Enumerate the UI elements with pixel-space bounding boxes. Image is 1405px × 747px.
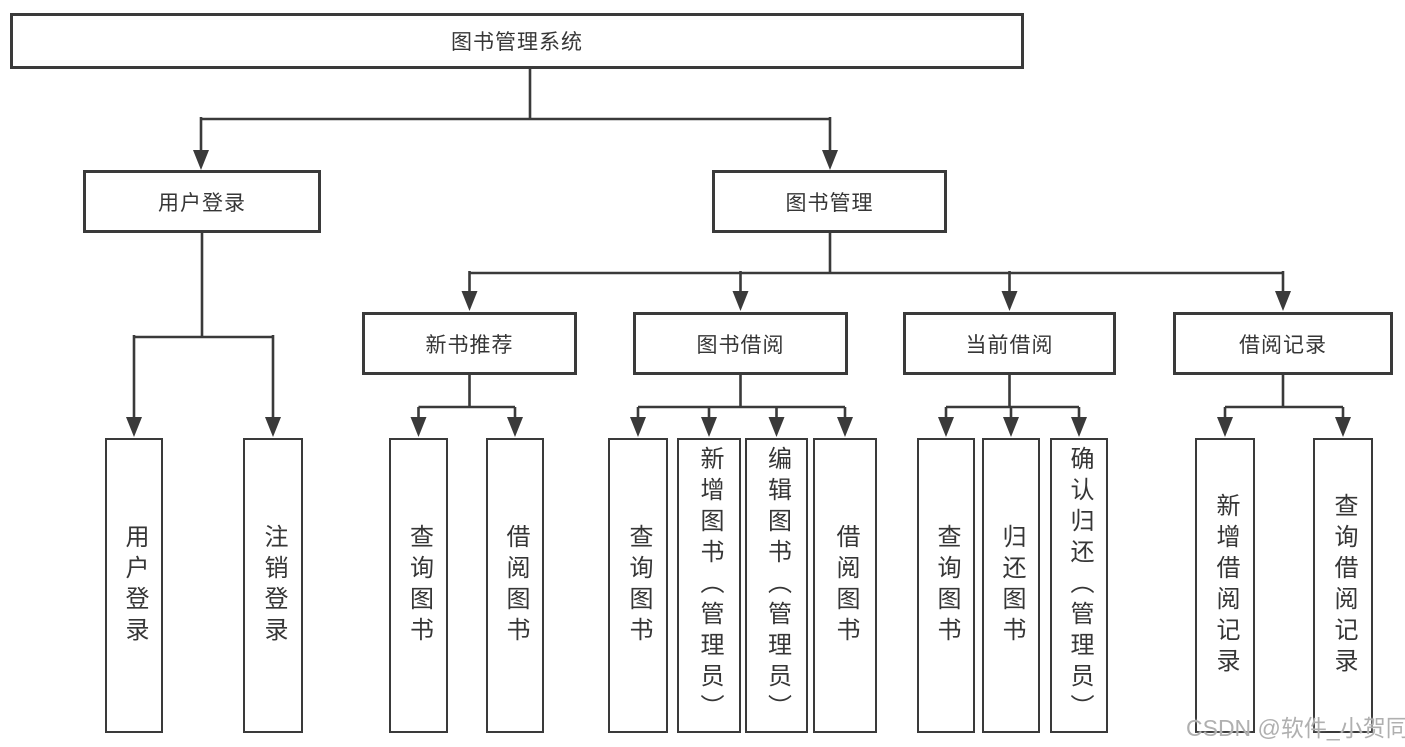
leaf-confirm-return-admin: 确认归还（管理员）	[1050, 438, 1108, 733]
connector-root-split	[193, 69, 838, 170]
node-new-book-recommend: 新书推荐	[362, 312, 577, 375]
leaf-add-borrow-record: 新增借阅记录	[1195, 438, 1255, 733]
node-root: 图书管理系统	[10, 13, 1024, 69]
node-user-login-label: 用户登录	[158, 191, 246, 215]
leaf-return-books: 归还图书	[982, 438, 1040, 733]
node-book-management-label: 图书管理	[785, 191, 874, 215]
leaf-query-borrow-record: 查询借阅记录	[1313, 438, 1373, 733]
connector-current-split	[938, 375, 1087, 437]
leaf-recommend-borrow-books-label: 借阅图书	[502, 523, 529, 648]
node-book-borrow: 图书借阅	[633, 312, 848, 375]
node-current-borrow-label: 当前借阅	[965, 333, 1054, 357]
node-borrow-records: 借阅记录	[1173, 312, 1393, 375]
node-user-login: 用户登录	[83, 170, 321, 233]
node-book-borrow-label: 图书借阅	[696, 333, 785, 357]
connector-borrow-split	[630, 375, 853, 437]
csdn-watermark: CSDN @软件_小贺同学	[1186, 715, 1405, 741]
leaf-query-borrow-record-label: 查询借阅记录	[1330, 492, 1357, 679]
leaf-return-books-label: 归还图书	[998, 523, 1025, 648]
node-current-borrow: 当前借阅	[903, 312, 1116, 375]
leaf-logout: 注销登录	[243, 438, 303, 733]
leaf-add-borrow-record-label: 新增借阅记录	[1212, 492, 1239, 679]
leaf-user-login: 用户登录	[105, 438, 163, 733]
leaf-borrow-books: 借阅图书	[813, 438, 877, 733]
leaf-borrow-query-books: 查询图书	[608, 438, 668, 733]
leaf-borrow-books-label: 借阅图书	[832, 523, 859, 648]
leaf-edit-books-admin-label: 编辑图书（管理员）	[763, 446, 791, 725]
leaf-recommend-query-books-label: 查询图书	[405, 523, 433, 648]
leaf-current-query-books-label: 查询图书	[933, 523, 960, 648]
leaf-confirm-return-admin-label: 确认归还（管理员）	[1066, 446, 1093, 725]
leaf-add-books-admin: 新增图书（管理员）	[677, 438, 741, 733]
leaf-recommend-query-books: 查询图书	[389, 438, 448, 733]
connector-login-split	[126, 233, 281, 437]
leaf-logout-label: 注销登录	[260, 523, 287, 648]
connector-records-split	[1217, 375, 1351, 437]
leaf-borrow-query-books-label: 查询图书	[625, 523, 652, 648]
node-root-label: 图书管理系统	[451, 31, 583, 54]
connector-management-split	[461, 233, 1291, 311]
leaf-user-login-label: 用户登录	[121, 523, 148, 648]
leaf-edit-books-admin: 编辑图书（管理员）	[745, 438, 808, 733]
leaf-current-query-books: 查询图书	[917, 438, 975, 733]
connector-recommend-split	[410, 375, 523, 437]
node-new-book-recommend-label: 新书推荐	[425, 333, 514, 357]
node-borrow-records-label: 借阅记录	[1239, 333, 1327, 357]
node-book-management: 图书管理	[712, 170, 947, 233]
leaf-recommend-borrow-books: 借阅图书	[486, 438, 544, 733]
leaf-add-books-admin-label: 新增图书（管理员）	[696, 446, 723, 725]
